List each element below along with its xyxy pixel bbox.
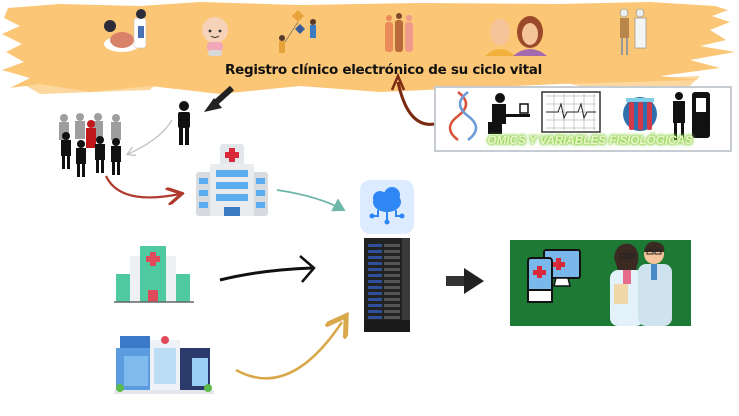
server-slot-light (368, 286, 382, 289)
server-slot (384, 274, 400, 277)
server-slot (384, 316, 400, 319)
arrow-hospital2-to-server (219, 255, 316, 283)
arrow-hospital-to-cloud (276, 189, 346, 212)
server-slot-light (368, 268, 382, 271)
elderly-icon (619, 8, 647, 55)
arrow-population-to-hospital (105, 175, 180, 197)
arrow-title-to-individual (204, 85, 235, 112)
ecg-monitor-icon (541, 91, 601, 133)
dna-helix-icon (448, 91, 478, 141)
server-rack-icon (364, 238, 410, 332)
cloud-network-icon (360, 180, 414, 234)
server-slot-light (368, 310, 382, 313)
server-slot-light (368, 298, 382, 301)
population-crowd-icon (59, 113, 121, 177)
hospital-complex-icon (114, 336, 214, 394)
arrow-server-to-clinicians (446, 268, 484, 294)
xray-scanner-icon (673, 92, 710, 140)
server-slot (384, 256, 400, 259)
blood-test-tubes-icon (623, 97, 657, 131)
teenagers-icon (385, 13, 413, 52)
server-slot-light (368, 280, 382, 283)
arrow-hospital3-to-server (235, 322, 342, 380)
server-slot (384, 304, 400, 307)
blood-pressure-patient-icon (488, 93, 530, 134)
pregnancy-doctor-icon (104, 9, 147, 52)
server-slot-light (368, 244, 382, 247)
lifecycle-banner (2, 2, 735, 94)
medical-devices-icon (527, 249, 581, 303)
server-slot (384, 292, 400, 295)
server-slot (384, 310, 400, 313)
server-slot (384, 262, 400, 265)
server-slot-light (368, 304, 382, 307)
baby-icon (202, 17, 228, 56)
server-slot-light (368, 274, 382, 277)
server-slot (384, 286, 400, 289)
server-slot (384, 244, 400, 247)
doctors-with-devices-icon (527, 241, 672, 326)
hospital-blue-icon (196, 144, 268, 216)
hospital-green-icon (114, 246, 194, 303)
server-slot-light (368, 316, 382, 319)
server-slot-light (368, 250, 382, 253)
server-slot (384, 298, 400, 301)
server-slot-light (368, 262, 382, 265)
arrow-omics-to-title (390, 72, 435, 126)
server-slot (384, 250, 400, 253)
omics-label: OMICS Y VARIABLES FISIOLÓGICAS (487, 133, 693, 147)
server-slot-light (368, 256, 382, 259)
server-slot-light (368, 292, 382, 295)
server-slot (384, 268, 400, 271)
server-slot (384, 280, 400, 283)
person-icon (178, 101, 190, 145)
doctors-icon (610, 241, 672, 326)
adults-icon (485, 16, 547, 56)
omics-icons (448, 91, 710, 141)
children-kite-icon (279, 10, 316, 53)
arrow-individual-to-population (128, 119, 173, 154)
diagram-title: Registro clínico electrónico de su ciclo… (225, 62, 542, 78)
